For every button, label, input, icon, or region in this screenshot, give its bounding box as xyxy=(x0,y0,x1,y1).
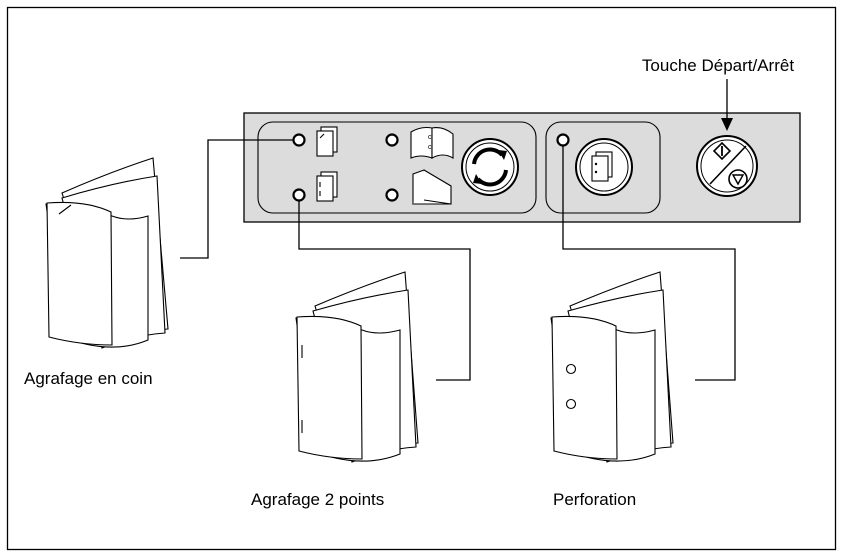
two-point-staple-leader xyxy=(298,201,471,381)
punch-booklet-figure xyxy=(550,271,674,463)
cycle-arrows-icon[interactable] xyxy=(461,138,519,196)
corner-staple-label: Agrafage en coin xyxy=(24,369,153,388)
svg-text:c: c xyxy=(428,134,432,141)
folded-sheet-icon[interactable] xyxy=(412,169,452,205)
punch-holes-icon[interactable] xyxy=(575,138,633,196)
booklet-lamp xyxy=(385,133,399,147)
svg-text:c: c xyxy=(428,144,432,151)
finisher-control-panel: c c xyxy=(243,112,801,223)
two-point-staple-icon[interactable] xyxy=(316,171,338,202)
two-point-staple-booklet-figure xyxy=(295,271,419,463)
start-stop-callout: Touche Départ/Arrêt xyxy=(642,56,794,131)
punch-label: Perforation xyxy=(553,490,636,509)
corner-staple-icon[interactable] xyxy=(316,126,338,157)
punch-leader xyxy=(562,146,736,381)
corner-staple-booklet-figure xyxy=(45,157,169,349)
two-point-staple-label: Agrafage 2 points xyxy=(251,490,384,509)
center-staple-booklet-icon[interactable]: c c xyxy=(410,126,454,159)
diagram-border xyxy=(6,6,837,551)
fold-lamp xyxy=(385,188,399,202)
start-stop-icon[interactable] xyxy=(696,135,758,197)
corner-staple-lamp xyxy=(292,133,306,147)
start-stop-label: Touche Départ/Arrêt xyxy=(642,56,794,75)
two-point-staple-lamp xyxy=(292,188,306,202)
corner-staple-leader xyxy=(180,139,293,259)
punch-lamp xyxy=(556,133,570,147)
